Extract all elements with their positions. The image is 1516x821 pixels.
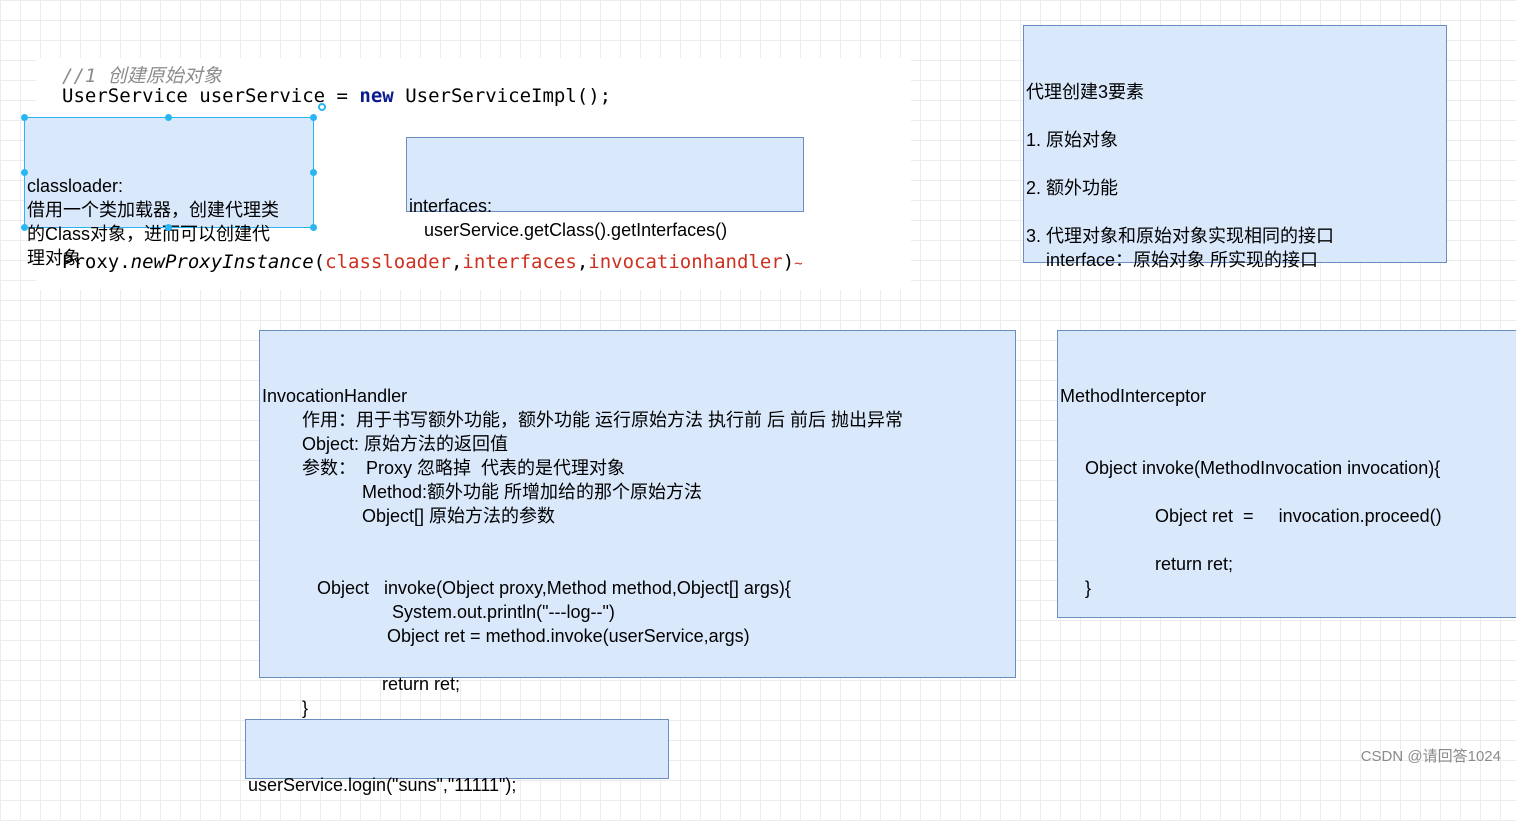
resize-handle-se[interactable]: [310, 224, 317, 231]
proxy-elements-text: 代理创建3要素 1. 原始对象 2. 额外功能 3. 代理对象和原始对象实现相同…: [1026, 82, 1335, 270]
code-arg-interfaces: interfaces: [462, 251, 577, 273]
code-line1-start: UserService userService =: [62, 85, 360, 107]
code-line-proxy: Proxy.newProxyInstance(classloader,inter…: [62, 251, 803, 273]
method-interceptor-text: MethodInterceptor Object invoke(MethodIn…: [1060, 386, 1442, 598]
resize-handle-nw[interactable]: [21, 114, 28, 121]
code-arg-classloader: classloader: [325, 251, 451, 273]
interfaces-text: interfaces: userService.getClass().getIn…: [409, 196, 728, 240]
classloader-text: classloader: 借用一个类加载器，创建代理类 的Class对象，进而可…: [27, 176, 279, 268]
resize-handle-s[interactable]: [165, 224, 172, 231]
code-proxy-method: newProxyInstance: [130, 251, 314, 273]
code-error-squiggle: ~: [794, 256, 803, 272]
code-proxy-close: ): [782, 251, 795, 273]
invocation-handler-box[interactable]: InvocationHandler 作用：用于书写额外功能，额外功能 运行原始方…: [259, 330, 1016, 718]
interfaces-box[interactable]: interfaces: userService.getClass().getIn…: [406, 137, 804, 240]
classloader-box[interactable]: classloader: 借用一个类加载器，创建代理类 的Class对象，进而可…: [24, 117, 314, 268]
resize-handle-ne[interactable]: [310, 114, 317, 121]
code-comment: //1 创建原始对象: [62, 65, 222, 87]
rotate-handle-icon[interactable]: [318, 103, 326, 111]
resize-handle-w[interactable]: [21, 169, 28, 176]
code-comma-2: ,: [576, 251, 589, 273]
code-line-create-service: UserService userService = new UserServic…: [62, 85, 611, 107]
resize-handle-e[interactable]: [310, 169, 317, 176]
login-call-text: userService.login("suns","11111");: [248, 775, 517, 795]
watermark: CSDN @请回答1024: [1360, 748, 1501, 765]
code-arg-invocationhandler: invocationhandler: [588, 251, 783, 273]
code-proxy-open: (: [313, 251, 326, 273]
resize-handle-n[interactable]: [165, 114, 172, 121]
proxy-elements-box[interactable]: 代理创建3要素 1. 原始对象 2. 额外功能 3. 代理对象和原始对象实现相同…: [1023, 25, 1447, 270]
method-interceptor-box[interactable]: MethodInterceptor Object invoke(MethodIn…: [1057, 330, 1516, 618]
code-comma-1: ,: [450, 251, 463, 273]
login-call-box[interactable]: userService.login("suns","11111");: [245, 719, 669, 795]
invocation-handler-text: InvocationHandler 作用：用于书写额外功能，额外功能 运行原始方…: [262, 386, 904, 718]
code-line1-end: UserServiceImpl();: [393, 85, 612, 107]
code-proxy-prefix: Proxy.: [62, 251, 131, 273]
code-keyword-new: new: [359, 85, 394, 107]
resize-handle-sw[interactable]: [21, 224, 28, 231]
